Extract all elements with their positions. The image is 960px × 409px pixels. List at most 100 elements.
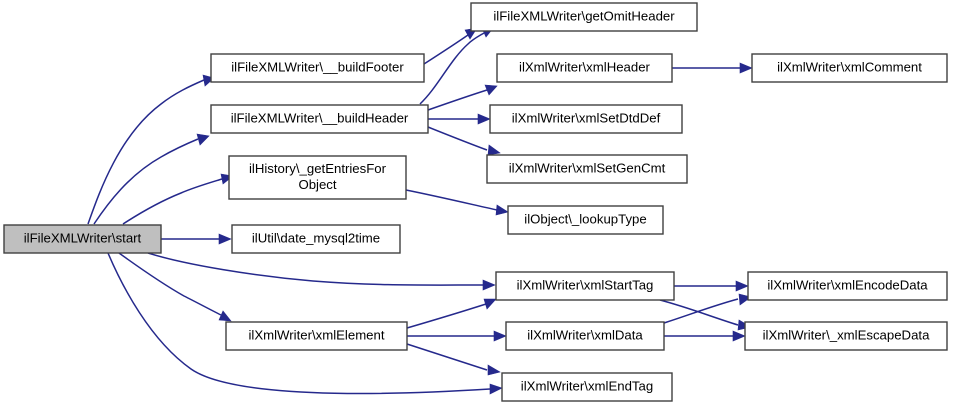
node-label: ilXmlWriter\xmlData bbox=[527, 327, 643, 342]
node-label: ilXmlWriter\xmlHeader bbox=[519, 59, 651, 74]
node-box[interactable] bbox=[505, 321, 665, 351]
call-edge-xmlElement-to-xmlData bbox=[407, 330, 507, 342]
call-edge-start-to-buildHeader bbox=[93, 133, 210, 225]
arrowhead-icon bbox=[482, 279, 496, 291]
edge-path bbox=[659, 299, 739, 326]
call-edge-getEntriesForObject-to-lookupType bbox=[405, 189, 509, 216]
graph-node-xmlEscapeData[interactable]: ilXmlWriter\_xmlEscapeData bbox=[744, 321, 948, 351]
arrowhead-icon bbox=[739, 62, 753, 74]
edge-path bbox=[87, 79, 205, 225]
edge-path bbox=[147, 252, 484, 286]
node-label: ilXmlWriter\xmlElement bbox=[248, 327, 384, 342]
arrowhead-icon bbox=[218, 310, 232, 322]
node-box[interactable] bbox=[486, 154, 688, 184]
arrowhead-icon bbox=[493, 330, 507, 342]
graph-node-xmlEndTag[interactable]: ilXmlWriter\xmlEndTag bbox=[501, 372, 673, 402]
node-box[interactable] bbox=[496, 53, 673, 83]
edge-path bbox=[427, 126, 488, 151]
arrowhead-icon bbox=[735, 280, 749, 292]
arrowhead-icon bbox=[487, 144, 501, 156]
graph-node-xmlComment[interactable]: ilXmlWriter\xmlComment bbox=[751, 53, 948, 83]
call-edge-buildHeader-to-xmlSetGenCmt bbox=[427, 126, 501, 156]
node-label: ilXmlWriter\xmlEndTag bbox=[521, 378, 653, 393]
edge-path bbox=[107, 252, 491, 395]
edge-path bbox=[427, 89, 488, 111]
node-label: ilXmlWriter\xmlComment bbox=[777, 59, 922, 74]
edge-path bbox=[406, 303, 487, 329]
graph-node-dateMysql2time[interactable]: ilUtil\date_mysql2time bbox=[231, 224, 401, 254]
call-edge-buildHeader-to-getOmitHeader bbox=[419, 26, 495, 105]
call-edge-buildHeader-to-xmlSetDtdDef bbox=[428, 113, 491, 125]
node-label: ilHistory\_getEntriesFor bbox=[249, 161, 387, 176]
graph-node-lookupType[interactable]: ilObject\_lookupType bbox=[507, 205, 664, 235]
node-box[interactable] bbox=[231, 224, 401, 254]
edge-path bbox=[419, 32, 485, 105]
edge-path bbox=[405, 189, 498, 211]
edge-layer bbox=[87, 26, 753, 395]
arrowhead-icon bbox=[484, 84, 498, 96]
graph-node-start[interactable]: ilFileXMLWriter\start bbox=[3, 224, 162, 254]
call-edge-xmlHeader-to-xmlComment bbox=[672, 62, 753, 74]
call-edge-start-to-xmlStartTag bbox=[147, 252, 496, 291]
graph-node-buildHeader[interactable]: ilFileXMLWriter\__buildHeader bbox=[210, 104, 429, 134]
edge-path bbox=[406, 343, 488, 371]
edge-path bbox=[122, 178, 223, 225]
node-label: ilUtil\date_mysql2time bbox=[252, 230, 380, 245]
arrowhead-icon bbox=[732, 330, 746, 342]
node-box[interactable] bbox=[210, 53, 425, 83]
call-edge-buildHeader-to-xmlHeader bbox=[427, 84, 498, 111]
node-box[interactable] bbox=[751, 53, 948, 83]
node-box[interactable] bbox=[495, 271, 675, 301]
call-edge-xmlElement-to-xmlStartTag bbox=[406, 298, 497, 329]
graph-node-xmlElement[interactable]: ilXmlWriter\xmlElement bbox=[225, 321, 408, 351]
node-box[interactable] bbox=[470, 2, 698, 32]
edge-path bbox=[663, 298, 739, 324]
node-box[interactable] bbox=[489, 104, 683, 134]
graph-node-xmlEncodeData[interactable]: ilXmlWriter\xmlEncodeData bbox=[747, 271, 948, 301]
call-edge-xmlElement-to-xmlEndTag bbox=[406, 343, 501, 376]
graph-node-buildFooter[interactable]: ilFileXMLWriter\__buildFooter bbox=[210, 53, 425, 83]
graph-node-xmlData[interactable]: ilXmlWriter\xmlData bbox=[505, 321, 665, 351]
arrowhead-icon bbox=[487, 364, 501, 376]
node-label: ilXmlWriter\xmlSetDtdDef bbox=[512, 110, 661, 125]
node-label: ilFileXMLWriter\__buildFooter bbox=[231, 59, 404, 74]
edge-path bbox=[423, 34, 469, 65]
node-box[interactable] bbox=[210, 104, 429, 134]
node-label: ilXmlWriter\xmlSetGenCmt bbox=[509, 160, 666, 175]
arrowhead-icon bbox=[495, 204, 509, 216]
graph-node-xmlStartTag[interactable]: ilXmlWriter\xmlStartTag bbox=[495, 271, 675, 301]
node-label: ilFileXMLWriter\start bbox=[24, 230, 142, 245]
node-box[interactable] bbox=[501, 372, 673, 402]
node-label: ilObject\_lookupType bbox=[524, 211, 646, 226]
arrowhead-icon bbox=[477, 113, 491, 125]
arrowhead-icon bbox=[218, 233, 232, 245]
node-box[interactable] bbox=[225, 321, 408, 351]
edge-path bbox=[118, 252, 222, 316]
call-edge-start-to-buildFooter bbox=[87, 74, 215, 225]
node-label: ilXmlWriter\xmlStartTag bbox=[517, 277, 654, 292]
graph-node-getOmitHeader[interactable]: ilFileXMLWriter\getOmitHeader bbox=[470, 2, 698, 32]
graph-node-xmlSetDtdDef[interactable]: ilXmlWriter\xmlSetDtdDef bbox=[489, 104, 683, 134]
node-box[interactable] bbox=[747, 271, 948, 301]
graph-node-xmlHeader[interactable]: ilXmlWriter\xmlHeader bbox=[496, 53, 673, 83]
node-box[interactable] bbox=[3, 224, 162, 254]
arrowhead-icon bbox=[489, 383, 503, 395]
call-edge-xmlData-to-xmlEncodeData bbox=[663, 293, 752, 324]
call-edge-start-to-xmlElement bbox=[118, 252, 232, 322]
node-layer: ilFileXMLWriter\start ilFileXMLWriter\__b… bbox=[3, 2, 948, 402]
call-edge-start-to-dateMysql2time bbox=[161, 233, 232, 245]
graph-node-xmlSetGenCmt[interactable]: ilXmlWriter\xmlSetGenCmt bbox=[486, 154, 688, 184]
node-label: ilXmlWriter\xmlEncodeData bbox=[767, 277, 928, 292]
arrowhead-icon bbox=[483, 298, 497, 310]
node-box[interactable] bbox=[228, 155, 407, 200]
call-edge-buildFooter-to-getOmitHeader bbox=[423, 27, 478, 65]
node-label: ilFileXMLWriter\__buildHeader bbox=[231, 110, 409, 125]
call-edge-xmlStartTag-to-xmlEscapeData bbox=[659, 299, 752, 331]
call-edge-xmlData-to-xmlEscapeData bbox=[664, 330, 746, 342]
node-box[interactable] bbox=[507, 205, 664, 235]
arrowhead-icon bbox=[196, 133, 210, 146]
node-box[interactable] bbox=[744, 321, 948, 351]
